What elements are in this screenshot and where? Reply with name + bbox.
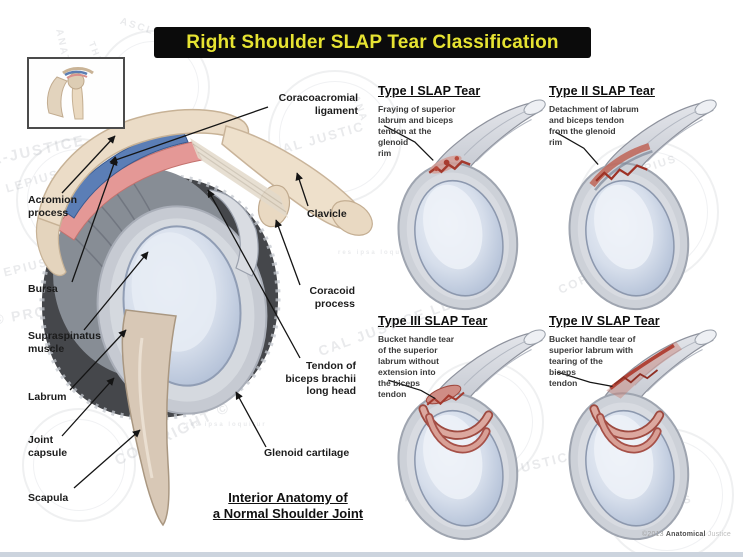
type-2-glenoid-illustration (554, 99, 717, 311)
scapula-bone (121, 309, 177, 527)
tear-bucket-handle (418, 384, 494, 454)
label-acromion-process: Acromion process (28, 194, 78, 219)
panel-type-4-description: Bucket handle tear of superior labrum wi… (549, 334, 636, 389)
label-joint-capsule: Joint capsule (28, 434, 68, 459)
panel-type-2: Type II SLAP Tear Detachment of labrum a… (549, 84, 727, 316)
page-title: Right Shoulder SLAP Tear Classification (154, 27, 591, 58)
label-clavicle: Clavicle (307, 208, 347, 220)
panel-type-4-heading: Type IV SLAP Tear (549, 314, 660, 328)
bursa-shape (59, 127, 189, 219)
biceps-tendon-shape (206, 189, 259, 277)
copyright-suffix: Justice (705, 531, 731, 538)
label-glenoid-cartilage: Glenoid cartilage (264, 447, 350, 459)
label-scapula: Scapula (28, 492, 69, 504)
tear-bucket-handle-with-tendon (589, 341, 683, 454)
panel-type-1-description: Fraying of superior labrum and biceps te… (378, 104, 456, 159)
label-coracoacromial-ligament: Coracoacromial ligament (278, 92, 358, 117)
type-4-glenoid-illustration (557, 329, 717, 541)
main-caption: Interior Anatomy of a Normal Shoulder Jo… (212, 490, 364, 521)
normal-shoulder-illustration (35, 106, 373, 527)
clavicle-bone (221, 125, 373, 236)
leader-lines (61, 106, 309, 489)
bottom-edge-strip (0, 552, 743, 557)
coracoacromial-ligament-shape (190, 138, 288, 218)
label-coracoid-process: Coracoid process (309, 285, 355, 310)
inset-shoulder-illustration (46, 67, 94, 120)
panel-type-3-description: Bucket handle tear of the superior labru… (378, 334, 455, 400)
panel-type-4: Type IV SLAP Tear Bucket handle tear of … (549, 314, 727, 546)
label-biceps-tendon: Tendon of biceps brachii long head (285, 360, 356, 398)
type-1-glenoid-illustration (383, 99, 546, 311)
copyright-line: ©2013 Anatomical Justice (642, 531, 731, 538)
panel-type-1: Type I SLAP Tear Fraying of superior lab… (378, 84, 556, 316)
label-bursa: Bursa (28, 283, 58, 295)
type-3-glenoid-illustration (388, 329, 546, 541)
copyright-brand: Anatomical (665, 531, 706, 538)
panel-type-3-heading: Type III SLAP Tear (378, 314, 488, 328)
label-labrum: Labrum (28, 391, 67, 403)
copyright-year: ©2013 (642, 531, 666, 538)
panel-type-2-description: Detachment of labrum and biceps tendon f… (549, 104, 639, 148)
tear-fraying (428, 155, 471, 174)
tear-detachment (589, 142, 653, 191)
orientation-inset (27, 57, 125, 129)
panel-type-2-heading: Type II SLAP Tear (549, 84, 655, 98)
panel-type-3: Type III SLAP Tear Bucket handle tear of… (378, 314, 556, 546)
panel-type-1-heading: Type I SLAP Tear (378, 84, 481, 98)
label-supraspinatus-muscle: Supraspinatus muscle (28, 330, 101, 355)
